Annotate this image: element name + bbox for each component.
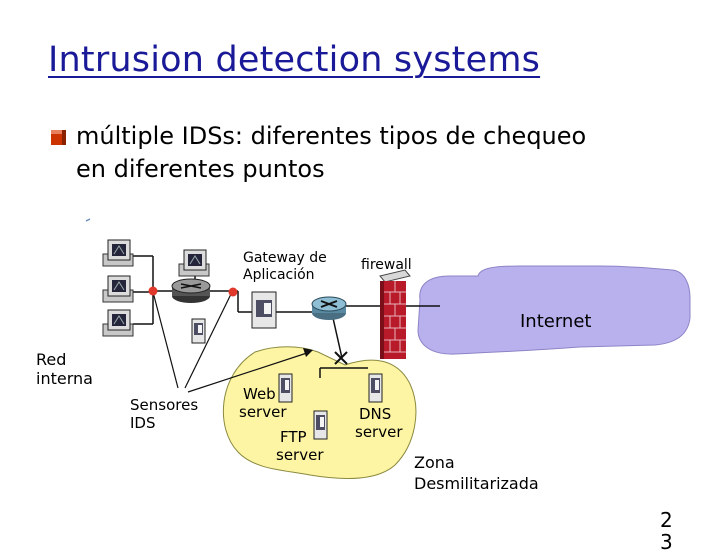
router-icon	[171, 278, 211, 303]
page-number-line1: 2	[660, 508, 673, 532]
bullet-line-2: en diferentes puntos	[76, 155, 325, 183]
dmz-label-line1: Zona	[414, 453, 455, 472]
dns-server-line2: server	[355, 423, 403, 441]
network-diagram	[85, 218, 691, 480]
internet-label: Internet	[520, 311, 592, 332]
arrow-head	[303, 348, 313, 357]
web-server-line1: Web	[243, 385, 276, 403]
page-number: 2 3	[660, 509, 673, 553]
ids-sensor-icon	[148, 286, 158, 296]
router-icon	[311, 296, 347, 320]
dmz-label-line2: Desmilitarizada	[414, 474, 539, 493]
dns-server-label: DNS server	[355, 405, 402, 441]
ids-sensors-line1: Sensores	[130, 396, 199, 414]
internal-network-line1: Red	[36, 350, 67, 369]
stray-mark	[85, 218, 91, 222]
firewall-label: firewall	[361, 257, 412, 273]
ftp-server-line1: FTP	[280, 428, 307, 446]
server-icon	[313, 410, 328, 440]
ids-pointer-lines	[152, 291, 311, 393]
ids-sensors-line2: IDS	[130, 414, 156, 432]
gateway-label: Gateway de Aplicación	[243, 250, 327, 284]
internal-network-label: Red interna	[36, 350, 93, 388]
ftp-server-line2: server	[276, 446, 324, 464]
dns-server-line1: DNS	[359, 405, 392, 423]
ids-sensors-label: Sensores IDS	[130, 396, 198, 432]
bullet-text: múltiple IDSs: diferentes tipos de chequ…	[76, 120, 676, 186]
bullet-line-1: múltiple IDSs: diferentes tipos de chequ…	[76, 122, 587, 150]
workstation-icon	[102, 309, 134, 337]
web-server-line2: server	[239, 403, 287, 421]
dmz-label: Zona Desmilitarizada	[414, 452, 539, 494]
internet-cloud	[417, 265, 691, 355]
internal-network-line2: interna	[36, 369, 93, 388]
page-number-line2: 3	[660, 530, 673, 554]
server-icon	[278, 373, 293, 403]
web-server-label: Web server	[239, 385, 286, 421]
ftp-server-label: FTP server	[276, 428, 323, 464]
server-icon	[368, 373, 383, 403]
workstation-icon	[102, 239, 134, 267]
workstation-icon	[178, 249, 210, 277]
firewall-icon	[379, 269, 411, 359]
slide-title: Intrusion detection systems	[48, 40, 541, 80]
switch-icon	[334, 351, 348, 365]
ids-sensor-icon	[228, 287, 238, 297]
server-icon	[191, 318, 206, 344]
workstation-icon	[102, 275, 134, 303]
gateway-label-line1: Gateway de	[243, 250, 327, 266]
bullet-square-icon	[51, 130, 66, 145]
server-icon	[251, 291, 277, 329]
gateway-label-line2: Aplicación	[243, 267, 315, 283]
